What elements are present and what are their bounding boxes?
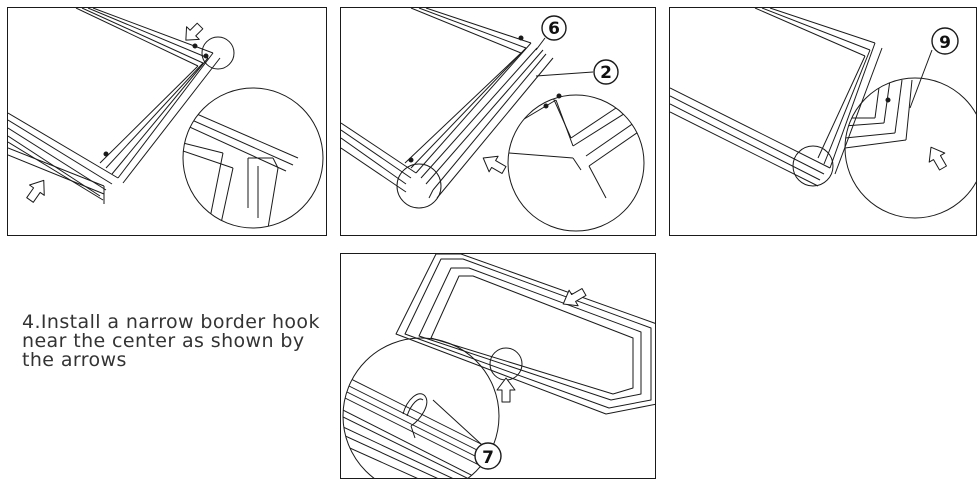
frame-center-illustration: 7 [342, 254, 655, 478]
detail-magnifier-circle [342, 337, 500, 478]
detail-magnifier-circle [182, 87, 324, 229]
frame-side-rails [817, 42, 883, 175]
frame-top-rails [754, 8, 876, 57]
callout-part-9: 9 [931, 27, 959, 55]
instruction-text: 4.Install a narrow border hook near the … [22, 311, 320, 371]
callout-label-2: 2 [600, 63, 612, 83]
outline-arrow-icon [482, 155, 507, 174]
detail-magnifier-circle [844, 77, 976, 219]
callout-label-6: 6 [548, 19, 560, 39]
outline-arrow-icon [26, 179, 45, 203]
screw [192, 43, 198, 49]
screw [408, 157, 414, 163]
detail-marker-circle [396, 163, 442, 209]
step-panel-1 [7, 7, 327, 236]
frame-bottom-rails [670, 87, 831, 187]
callout-part-2: 2 [593, 59, 619, 85]
screw [103, 151, 109, 157]
frame-corner-illustration-3: 9 [670, 8, 976, 219]
frame-side-rails [99, 52, 221, 184]
frame-corner-illustration-2: 6 2 [341, 8, 645, 232]
callout-leader-9 [909, 49, 933, 109]
screw [203, 53, 209, 59]
border-strip [428, 53, 554, 199]
frame-outline [395, 254, 655, 415]
frame-side-rails [404, 42, 544, 185]
border-hook [402, 393, 428, 439]
outline-arrow-icon [562, 288, 587, 307]
step-panel-3: 9 [669, 7, 977, 236]
callout-part-7: 7 [474, 442, 502, 470]
border-strip [8, 147, 105, 204]
frame-bottom-rails [8, 112, 119, 201]
frame-top-rails [410, 8, 532, 54]
outline-arrow-icon [496, 377, 516, 403]
callout-leader-7 [432, 399, 482, 445]
step-panel-2: 6 2 [340, 7, 656, 236]
callout-label-9: 9 [939, 33, 951, 53]
callout-leader-2 [535, 71, 594, 77]
outline-arrow-icon [928, 146, 947, 171]
step-panel-4: 7 [340, 253, 656, 479]
detail-marker-circle [201, 36, 235, 70]
callout-part-6: 6 [541, 15, 567, 41]
detail-magnifier-circle [507, 93, 645, 232]
frame-bottom-rails [341, 122, 417, 193]
callout-label-7: 7 [482, 448, 494, 468]
screw [518, 35, 524, 41]
callout-leader-6 [535, 37, 546, 51]
frame-corner-illustration-1 [8, 8, 324, 229]
outline-arrow-icon [185, 22, 204, 41]
detail-marker-circle [792, 145, 834, 187]
